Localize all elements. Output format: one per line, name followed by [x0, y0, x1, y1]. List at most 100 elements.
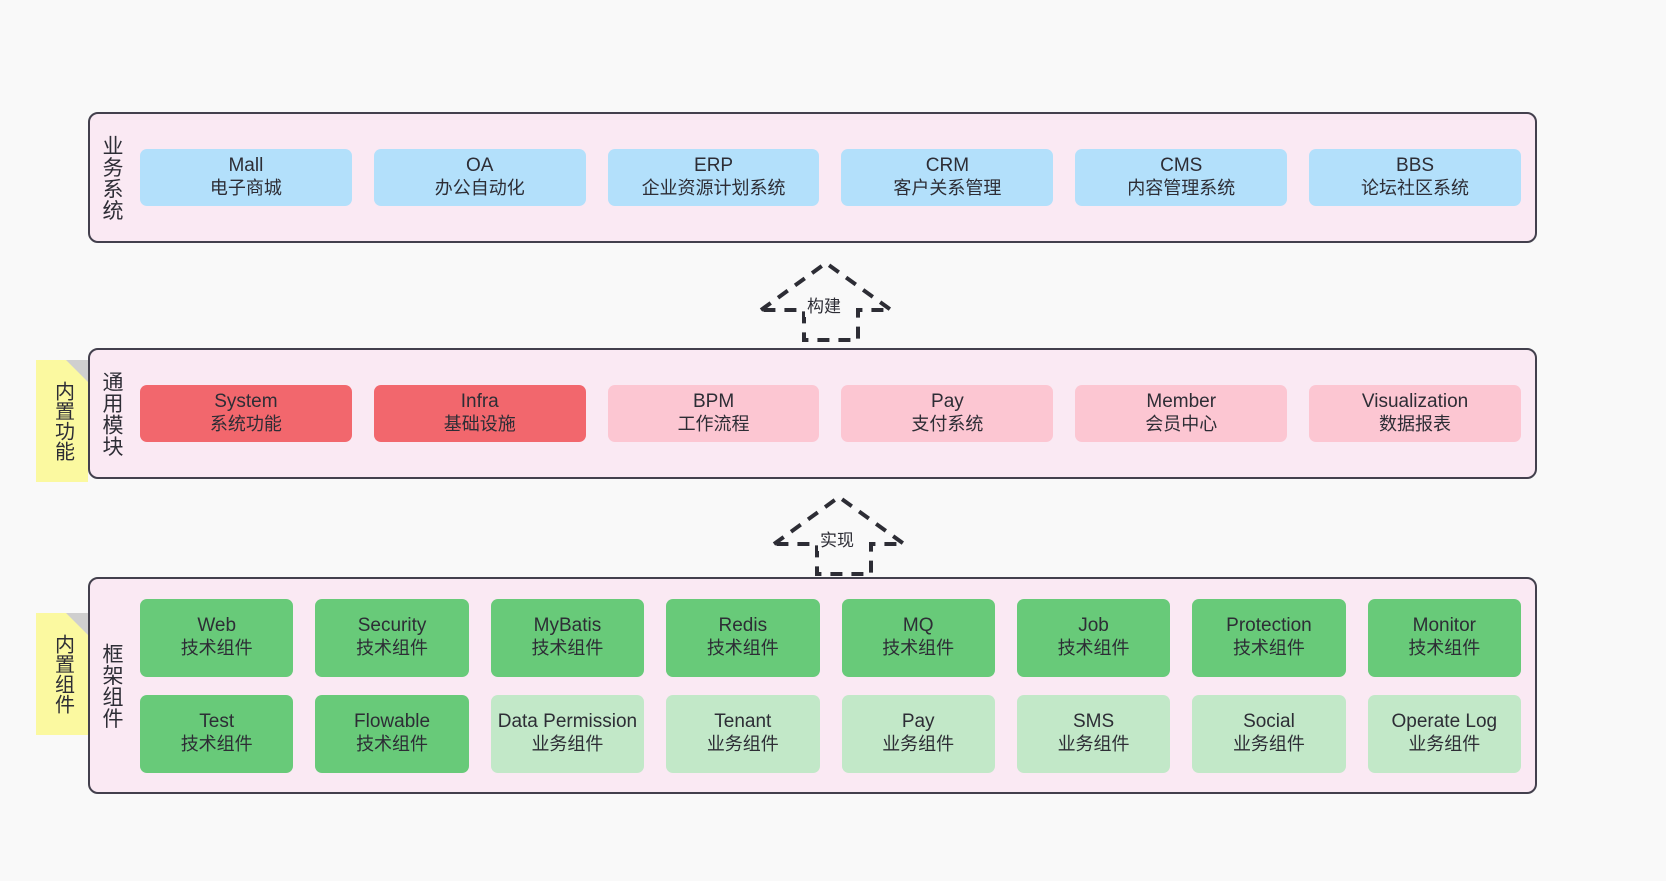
- node-title-en: Protection: [1226, 615, 1312, 637]
- node-visualization[interactable]: Visualization 数据报表: [1309, 385, 1521, 442]
- node-mall[interactable]: Mall 电子商城: [140, 149, 352, 206]
- layer-title-common-modules: 通用模块: [99, 370, 123, 457]
- node-title-en: ERP: [694, 155, 734, 177]
- node-title-cn: 企业资源计划系统: [641, 178, 786, 199]
- node-title-cn: 技术组件: [180, 638, 253, 659]
- node-title-cn: 业务组件: [882, 734, 955, 755]
- build-arrow-icon: [754, 260, 898, 342]
- node-title-cn: 业务组件: [1408, 734, 1481, 755]
- node-title-cn: 论坛社区系统: [1361, 178, 1470, 199]
- connector-implement-label: 实现: [818, 526, 856, 551]
- node-title-en: SMS: [1072, 711, 1115, 733]
- node-operate-log[interactable]: Operate Log 业务组件: [1367, 694, 1521, 773]
- layer-body-business-systems: Mall 电子商城 OA 办公自动化 ERP 企业资源计划系统 CRM 客户关系…: [132, 114, 1535, 241]
- note-builtin-function-label: 内置功能: [51, 381, 74, 461]
- node-system[interactable]: System 系统功能: [140, 385, 352, 442]
- node-title-en: Redis: [718, 615, 768, 637]
- node-title-cn: 工作流程: [677, 414, 750, 435]
- node-title-cn: 业务组件: [1057, 734, 1130, 755]
- node-title-en: OA: [466, 155, 494, 177]
- node-title-en: MQ: [902, 615, 934, 637]
- node-pay-module[interactable]: Pay 支付系统: [841, 385, 1054, 442]
- node-erp[interactable]: ERP 企业资源计划系统: [607, 149, 820, 206]
- node-title-cn: 技术组件: [1057, 638, 1130, 659]
- note-builtin-function: 内置功能: [36, 360, 88, 482]
- node-title-cn: 技术组件: [1232, 638, 1305, 659]
- node-bpm[interactable]: BPM 工作流程: [607, 385, 820, 442]
- node-row: Test 技术组件 Flowable 技术组件 Data Permission …: [140, 694, 1521, 773]
- node-title-cn: 会员中心: [1145, 414, 1218, 435]
- node-title-en: MyBatis: [533, 615, 602, 637]
- node-title-en: Member: [1146, 391, 1217, 413]
- node-mq[interactable]: MQ 技术组件: [841, 598, 995, 677]
- note-fold-icon: [66, 360, 88, 382]
- node-title-en: BBS: [1396, 155, 1435, 177]
- node-title-en: Visualization: [1361, 391, 1469, 413]
- layer-body-framework-components: Web 技术组件 Security 技术组件 MyBatis 技术组件 Redi…: [132, 579, 1535, 792]
- node-social[interactable]: Social 业务组件: [1192, 694, 1346, 773]
- node-title-en: Mall: [228, 155, 264, 177]
- node-title-cn: 电子商城: [209, 178, 282, 199]
- node-flowable[interactable]: Flowable 技术组件: [315, 694, 469, 773]
- node-title-cn: 技术组件: [531, 638, 604, 659]
- layer-business-systems: 业务系统 Mall 电子商城 OA 办公自动化 ERP 企业资源计划系统 CRM…: [88, 112, 1537, 243]
- node-job[interactable]: Job 技术组件: [1016, 598, 1171, 677]
- node-title-cn: 客户关系管理: [893, 178, 1002, 199]
- layer-common-modules: 通用模块 System 系统功能 Infra 基础设施 BPM 工作流程 Pay…: [88, 348, 1537, 479]
- node-title-cn: 技术组件: [882, 638, 955, 659]
- node-data-permission[interactable]: Data Permission 业务组件: [490, 694, 645, 773]
- node-title-cn: 支付系统: [911, 414, 984, 435]
- layer-framework-components: 框架组件 Web 技术组件 Security 技术组件 MyBatis 技术组件…: [88, 577, 1537, 794]
- node-title-cn: 办公自动化: [434, 178, 525, 199]
- node-title-en: Web: [197, 615, 237, 637]
- node-title-cn: 技术组件: [706, 638, 779, 659]
- node-title-cn: 业务组件: [1232, 734, 1305, 755]
- node-redis[interactable]: Redis 技术组件: [666, 598, 820, 677]
- node-title-en: Data Permission: [497, 711, 638, 733]
- connector-build-label: 构建: [805, 292, 843, 317]
- node-protection[interactable]: Protection 技术组件: [1192, 598, 1346, 677]
- node-title-en: Flowable: [354, 711, 431, 733]
- node-row: Web 技术组件 Security 技术组件 MyBatis 技术组件 Redi…: [140, 598, 1521, 677]
- node-title-en: Social: [1243, 711, 1295, 733]
- node-title-en: Infra: [460, 391, 499, 413]
- node-title-cn: 基础设施: [443, 414, 516, 435]
- connector-implement: 实现: [767, 492, 920, 576]
- node-pay-component[interactable]: Pay 业务组件: [841, 694, 995, 773]
- node-member[interactable]: Member 会员中心: [1075, 385, 1288, 442]
- implement-arrow-icon: [767, 494, 911, 576]
- node-title-en: Security: [357, 615, 427, 637]
- note-builtin-component: 内置组件: [36, 613, 88, 735]
- node-title-cn: 技术组件: [356, 638, 429, 659]
- node-title-en: Monitor: [1412, 615, 1476, 637]
- node-row: System 系统功能 Infra 基础设施 BPM 工作流程 Pay 支付系统…: [140, 385, 1521, 442]
- node-monitor[interactable]: Monitor 技术组件: [1367, 598, 1521, 677]
- node-title-en: Test: [199, 711, 235, 733]
- node-cms[interactable]: CMS 内容管理系统: [1075, 149, 1288, 206]
- node-title-cn: 数据报表: [1379, 414, 1452, 435]
- node-title-cn: 技术组件: [356, 734, 429, 755]
- node-title-en: Pay: [901, 711, 935, 733]
- node-web[interactable]: Web 技术组件: [140, 598, 294, 677]
- node-title-cn: 业务组件: [531, 734, 604, 755]
- node-title-en: CRM: [925, 155, 970, 177]
- node-title-en: CMS: [1160, 155, 1203, 177]
- node-title-en: Operate Log: [1391, 711, 1498, 733]
- node-infra[interactable]: Infra 基础设施: [373, 385, 586, 442]
- node-crm[interactable]: CRM 客户关系管理: [841, 149, 1054, 206]
- node-oa[interactable]: OA 办公自动化: [373, 149, 586, 206]
- node-title-cn: 技术组件: [180, 734, 253, 755]
- node-tenant[interactable]: Tenant 业务组件: [666, 694, 820, 773]
- node-security[interactable]: Security 技术组件: [315, 598, 469, 677]
- layer-title-business-systems: 业务系统: [99, 134, 123, 221]
- node-sms[interactable]: SMS 业务组件: [1016, 694, 1171, 773]
- node-title-en: Pay: [931, 391, 964, 413]
- node-title-cn: 内容管理系统: [1127, 178, 1236, 199]
- node-title-en: System: [214, 391, 278, 413]
- node-test[interactable]: Test 技术组件: [140, 694, 294, 773]
- node-mybatis[interactable]: MyBatis 技术组件: [490, 598, 645, 677]
- layer-title-framework-components: 框架组件: [99, 642, 123, 729]
- connector-build: 构建: [754, 258, 907, 342]
- node-row: Mall 电子商城 OA 办公自动化 ERP 企业资源计划系统 CRM 客户关系…: [140, 149, 1521, 206]
- node-bbs[interactable]: BBS 论坛社区系统: [1309, 149, 1521, 206]
